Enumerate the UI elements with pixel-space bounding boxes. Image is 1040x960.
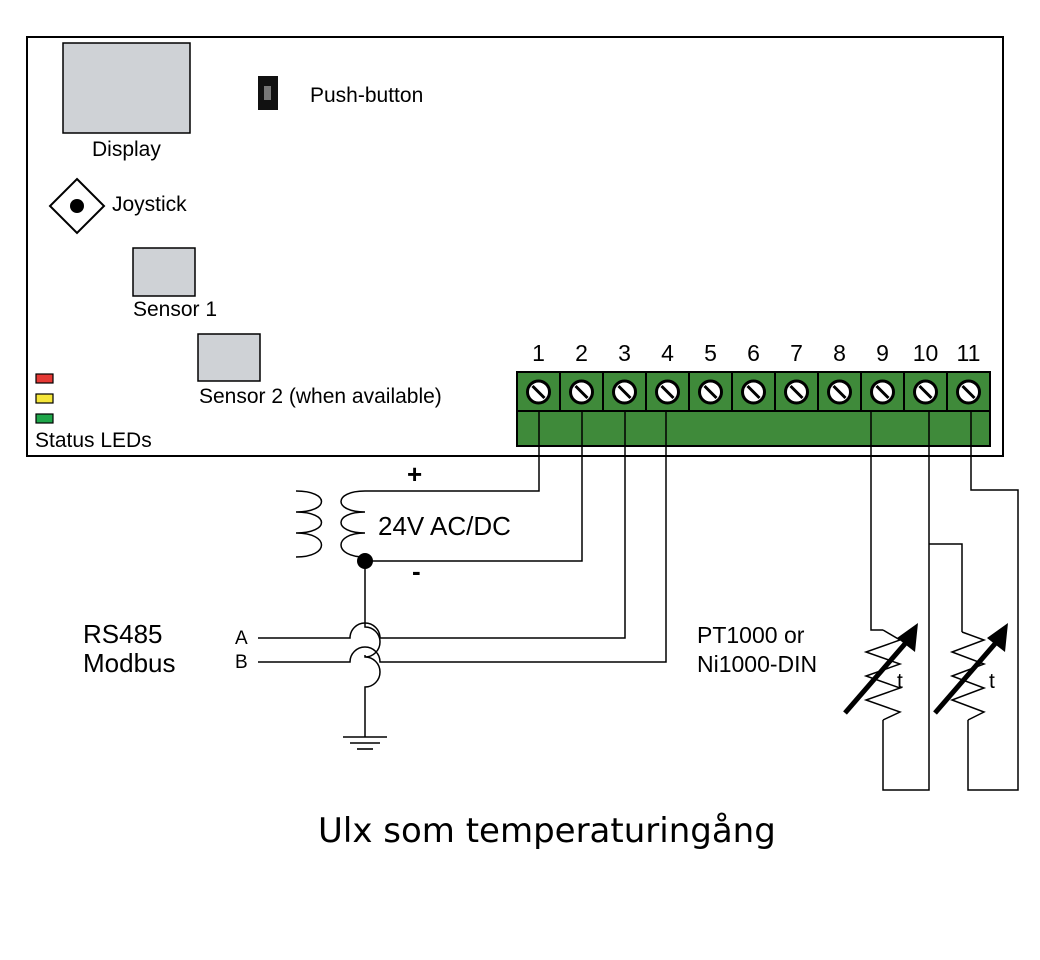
terminal-number-5: 5 (704, 340, 717, 366)
terminal-screw-slot (832, 384, 847, 400)
wire-terminal-1 (365, 411, 540, 492)
transformer-secondary-coil (340, 490, 366, 558)
minus-sign: - (412, 556, 421, 586)
display-label: Display (92, 138, 161, 161)
rs485-subtitle: Modbus (83, 648, 176, 678)
wire-terminal-2 (365, 411, 583, 562)
terminal-screw-slot (918, 384, 933, 400)
status-led-green (35, 413, 54, 424)
joystick-label: Joystick (112, 193, 187, 216)
power-label: 24V AC/DC (378, 511, 511, 541)
wire-terminal-10 (882, 411, 930, 791)
rtd-sensor-2-arrow-head (987, 623, 1008, 652)
rtd-sensor-1-arrow-line (843, 636, 912, 715)
terminal-number-8: 8 (833, 340, 846, 366)
wire-terminal-3 (258, 411, 626, 639)
rtd-sensor-1-arrow-head (897, 623, 918, 652)
wire-terminal-11 (967, 411, 1019, 791)
sensor-type-label-line1: PT1000 or (697, 622, 805, 648)
display (62, 42, 191, 134)
diagram-caption: Ulx som temperaturingång (318, 811, 776, 851)
plus-sign: + (407, 459, 422, 489)
terminal-number-4: 4 (661, 340, 674, 366)
rtd-sensor-1-t: t (897, 670, 903, 693)
rtd-sensor-2-t: t (989, 670, 995, 693)
terminal-screw-slot (789, 384, 804, 400)
rs485-a-label: A (235, 628, 248, 649)
terminal-screw-slot (574, 384, 589, 400)
status-led-yellow (35, 393, 54, 404)
sensor-type-label-line2: Ni1000-DIN (697, 651, 817, 677)
push-button-label: Push-button (310, 84, 423, 107)
transformer-primary-coil (295, 490, 323, 558)
joystick-center (70, 199, 84, 213)
terminal-screw-slot (660, 384, 675, 400)
terminal-number-3: 3 (618, 340, 631, 366)
sensor-1 (132, 247, 196, 297)
terminal-number-6: 6 (747, 340, 760, 366)
wire-terminal-4 (258, 411, 667, 663)
wire-terminal-10-branch (929, 543, 963, 632)
status-led-red (35, 373, 54, 384)
terminal-screw-slot (875, 384, 890, 400)
wire-terminal-9 (870, 411, 883, 631)
terminal-number-9: 9 (876, 340, 889, 366)
terminal-screw-slot (746, 384, 761, 400)
terminal-block: 1 2 3 4 5 6 7 8 9 10 11 (516, 340, 991, 447)
sensor-1-label: Sensor 1 (133, 298, 217, 321)
terminal-screw-slot (961, 384, 976, 400)
terminal-screw-slot (703, 384, 718, 400)
sensor-2-label: Sensor 2 (when available) (199, 385, 442, 408)
ground-symbol (343, 736, 387, 750)
terminal-screw-slot (531, 384, 546, 400)
rs485-b-label: B (235, 652, 248, 673)
rtd-sensor-2 (949, 631, 987, 721)
sensor-2 (197, 333, 261, 382)
status-leds-label: Status LEDs (35, 429, 152, 452)
ground-wire (364, 561, 381, 737)
terminal-number-10: 10 (913, 340, 939, 366)
rtd-sensor-1 (863, 629, 903, 721)
push-button-slot (264, 86, 271, 100)
rtd-sensor-2-arrow-line (933, 636, 1002, 715)
terminal-screw-slot (617, 384, 632, 400)
terminal-number-11: 11 (957, 340, 981, 366)
terminal-number-1: 1 (532, 340, 545, 366)
terminal-number-2: 2 (575, 340, 588, 366)
rs485-title: RS485 (83, 619, 163, 649)
terminal-number-7: 7 (790, 340, 803, 366)
